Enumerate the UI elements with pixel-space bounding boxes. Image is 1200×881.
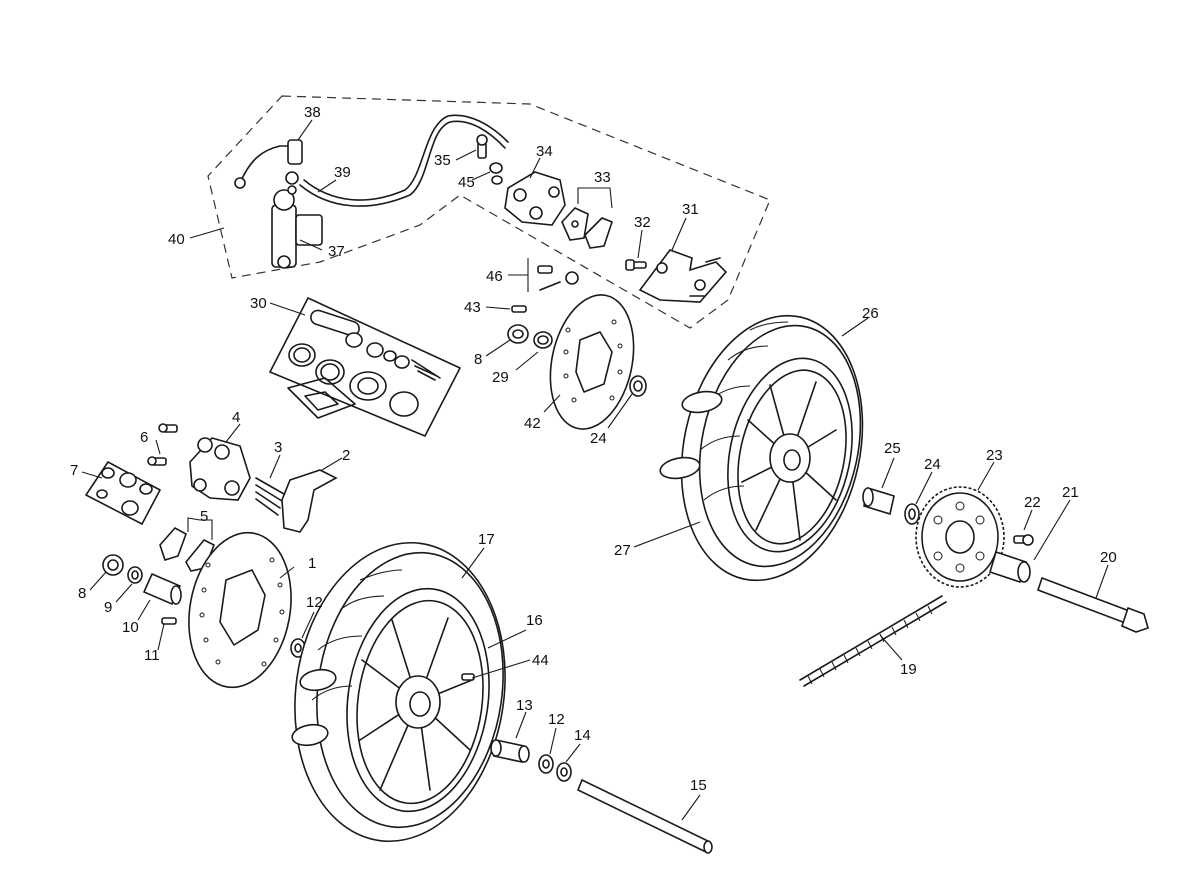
- part-29-bushing-rear: [533, 331, 553, 349]
- callout-26: 26: [862, 305, 879, 322]
- callout-16: 16: [526, 612, 543, 629]
- part-30-rebuild-kit: [269, 297, 461, 437]
- part-15-front-axle: [576, 778, 713, 854]
- callout-34: 34: [536, 143, 553, 160]
- part-43-bolt: [511, 305, 527, 313]
- callout-23: 23: [986, 447, 1003, 464]
- callout-32: 32: [634, 214, 651, 231]
- part-32-bolt: [625, 259, 647, 271]
- callout-labels: 1 2 3 4 5 6 7 8 8 9 10 11 12 12 13 14 15…: [70, 104, 1117, 794]
- callout-30: 30: [250, 295, 267, 312]
- callout-14: 14: [574, 727, 591, 744]
- callout-38: 38: [304, 104, 321, 121]
- part-8-spacer-front: [102, 554, 124, 576]
- part-25-spacer-rear-right: [862, 486, 895, 516]
- part-37-master-cylinder: [271, 171, 323, 269]
- callout-40: 40: [168, 231, 185, 248]
- part-8-spacer-rear: [507, 324, 529, 344]
- part-14-washer-front-right: [556, 762, 572, 782]
- part-35-bolt: [476, 134, 488, 159]
- part-22-bolt: [1013, 534, 1034, 546]
- part-24-spacer-rear-left: [629, 375, 647, 397]
- part-31-caliper-bracket: [638, 249, 728, 303]
- callout-8-front: 8: [78, 585, 86, 602]
- callout-1: 1: [308, 555, 316, 572]
- part-11-bolt: [161, 617, 177, 625]
- callout-3: 3: [274, 439, 282, 456]
- part-20-rear-axle: [1036, 576, 1149, 633]
- callout-24-rear-right: 24: [924, 456, 941, 473]
- callout-29: 29: [492, 369, 509, 386]
- part-34-rear-caliper: [504, 171, 566, 226]
- part-33-rear-brake-pads: [561, 207, 613, 249]
- callout-8-rear: 8: [474, 351, 482, 368]
- part-10-spacer-tube: [142, 572, 182, 606]
- callout-45: 45: [458, 174, 475, 191]
- part-12-spacer-front-right: [538, 754, 554, 774]
- callout-37: 37: [328, 243, 345, 260]
- callout-7: 7: [70, 462, 78, 479]
- callout-43: 43: [464, 299, 481, 316]
- callout-27: 27: [614, 542, 631, 559]
- part-3-pins: [255, 477, 285, 516]
- callout-11: 11: [144, 647, 160, 664]
- rear-brake-group-outline: [207, 95, 771, 329]
- callout-9: 9: [104, 599, 112, 616]
- callout-21: 21: [1062, 484, 1079, 501]
- part-19-drive-chain: [799, 595, 947, 687]
- part-27-rear-rim: [727, 357, 853, 553]
- part-39-brake-hose: [299, 120, 506, 207]
- callout-33: 33: [594, 169, 611, 186]
- callout-31: 31: [682, 201, 699, 218]
- callout-42: 42: [524, 415, 541, 432]
- callout-35: 35: [434, 152, 451, 169]
- leader-lines: [81, 119, 1109, 821]
- callout-44: 44: [532, 652, 549, 669]
- callout-15: 15: [690, 777, 707, 794]
- callout-12-right: 12: [548, 711, 565, 728]
- callout-24-rear-left: 24: [590, 430, 607, 447]
- part-21-spacer: [989, 550, 1031, 584]
- part-39-brake-hose-outer: [303, 114, 509, 201]
- callout-39: 39: [334, 164, 351, 181]
- part-23-rear-sprocket: [915, 486, 1005, 588]
- callout-4: 4: [232, 409, 240, 426]
- part-2-caliper-bracket: [281, 469, 338, 533]
- callout-6: 6: [140, 429, 148, 446]
- part-44-valve: [461, 673, 475, 681]
- part-7-seal-kit: [85, 461, 161, 525]
- callout-12-left: 12: [306, 594, 323, 611]
- callout-22: 22: [1024, 494, 1041, 511]
- part-9-washer-front: [127, 566, 143, 584]
- part-45-washer-2: [491, 175, 503, 185]
- part-45-washer: [489, 162, 503, 174]
- callout-10: 10: [122, 619, 139, 636]
- part-42-rear-brake-disc: [549, 294, 635, 430]
- callout-17: 17: [478, 531, 495, 548]
- callout-19: 19: [900, 661, 917, 678]
- callout-25: 25: [884, 440, 901, 457]
- callout-46: 46: [486, 268, 503, 285]
- callout-13: 13: [516, 697, 533, 714]
- part-38-banjo-bolt: [234, 139, 303, 189]
- part-16-front-rim: [346, 587, 490, 813]
- callout-5: 5: [200, 508, 208, 525]
- callout-20: 20: [1100, 549, 1117, 566]
- part-46-bleed-screw: [537, 265, 579, 291]
- part-13-spacer-front-right: [490, 739, 530, 763]
- part-6-bolts: [147, 423, 178, 466]
- callout-2: 2: [342, 447, 350, 464]
- part-1-front-brake-disc: [188, 531, 292, 689]
- part-4-front-caliper: [189, 437, 251, 501]
- part-24-spacer-rear-right: [904, 503, 920, 525]
